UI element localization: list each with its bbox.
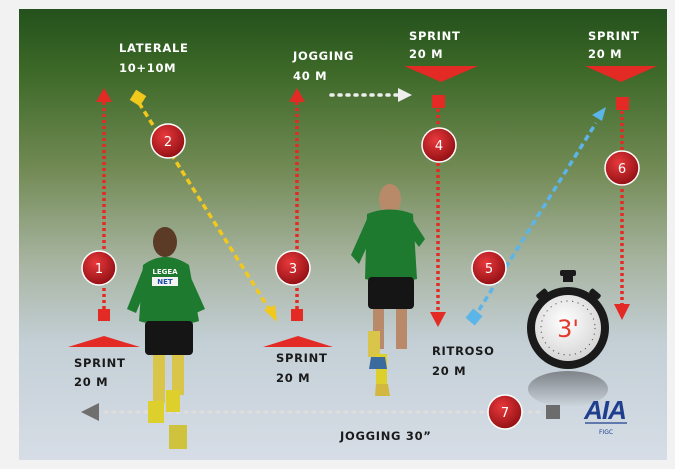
jogging-path-top (329, 88, 412, 102)
exercise-diagram: LEGEA NET 3' Laterale 10+10m Jo (19, 9, 667, 460)
label-sprint-bottom-2: Sprint (276, 351, 328, 365)
arrow-left-icon (81, 403, 99, 421)
start-line-marker (68, 336, 140, 347)
start-line-marker (263, 336, 333, 347)
shirt-sponsor: NET (157, 278, 173, 286)
step-number: 6 (618, 162, 626, 177)
label-ritroso: Ritroso (432, 344, 495, 358)
finish-line-marker (404, 66, 478, 82)
stopwatch-icon: 3' (527, 270, 609, 407)
label-laterale: Laterale (119, 41, 189, 55)
aia-logo: AIA FIGC (583, 395, 627, 436)
label-sprint-top-2: Sprint (588, 29, 640, 43)
step-badge-2: 2 (150, 123, 186, 159)
backward-path-5 (465, 107, 606, 326)
logo-subtext: FIGC (599, 429, 613, 436)
arrow-right-icon (398, 88, 412, 102)
step-badge-5: 5 (471, 250, 507, 286)
arrow-down-icon (430, 312, 446, 327)
step-badge-3: 3 (275, 250, 311, 286)
step-number: 4 (435, 139, 443, 154)
sprint-path-1 (68, 88, 140, 347)
sprint-path-3 (263, 88, 333, 347)
label-ritroso-distance: 20 m (432, 364, 466, 378)
arrow-down-icon (614, 304, 630, 320)
step-number: 7 (501, 406, 509, 421)
finish-line-marker (585, 66, 657, 82)
label-sprint-bottom-1-distance: 20 m (74, 375, 108, 389)
arrow-up-icon (96, 88, 112, 102)
step-number: 5 (485, 262, 493, 277)
step-badge-6: 6 (604, 150, 640, 186)
label-jogging-top: Jogging (292, 49, 354, 63)
referee-running-front-view (351, 184, 425, 396)
start-marker-square (432, 95, 445, 108)
referee-running-back-view: LEGEA NET (127, 227, 205, 449)
start-marker-square (291, 309, 303, 321)
arrow-diagonal-icon (592, 107, 606, 121)
sprint-path-6 (585, 66, 657, 320)
start-marker-square (98, 309, 110, 321)
label-sprint-top-1: Sprint (409, 29, 461, 43)
step-number: 3 (289, 262, 297, 277)
label-jogging-top-distance: 40 m (293, 69, 327, 83)
step-badge-7: 7 (487, 394, 523, 430)
step-number: 2 (164, 135, 172, 150)
step-badge-1: 1 (81, 250, 117, 286)
arrow-diagonal-icon (264, 305, 277, 322)
diagram-canvas: LEGEA NET 3' Laterale 10+10m Jo (68, 29, 657, 449)
arrow-up-icon (289, 88, 305, 102)
logo-text: AIA (583, 395, 626, 425)
label-sprint-top-2-distance: 20 m (588, 47, 622, 61)
timer-label: 3' (557, 315, 579, 343)
jogging-start-marker (546, 405, 560, 419)
sprint-path-4 (404, 66, 478, 327)
shirt-brand: LEGEA (152, 268, 178, 276)
label-sprint-top-1-distance: 20 m (409, 47, 443, 61)
backward-start-marker (465, 308, 483, 326)
step-badge-4: 4 (421, 127, 457, 163)
lateral-start-marker (129, 89, 147, 107)
label-sprint-bottom-1: Sprint (74, 356, 126, 370)
label-laterale-distance: 10+10m (119, 61, 176, 75)
label-jogging-bottom: Jogging 30” (339, 429, 432, 443)
label-sprint-bottom-2-distance: 20 m (276, 371, 310, 385)
start-marker-square (616, 97, 629, 110)
step-number: 1 (95, 262, 103, 277)
